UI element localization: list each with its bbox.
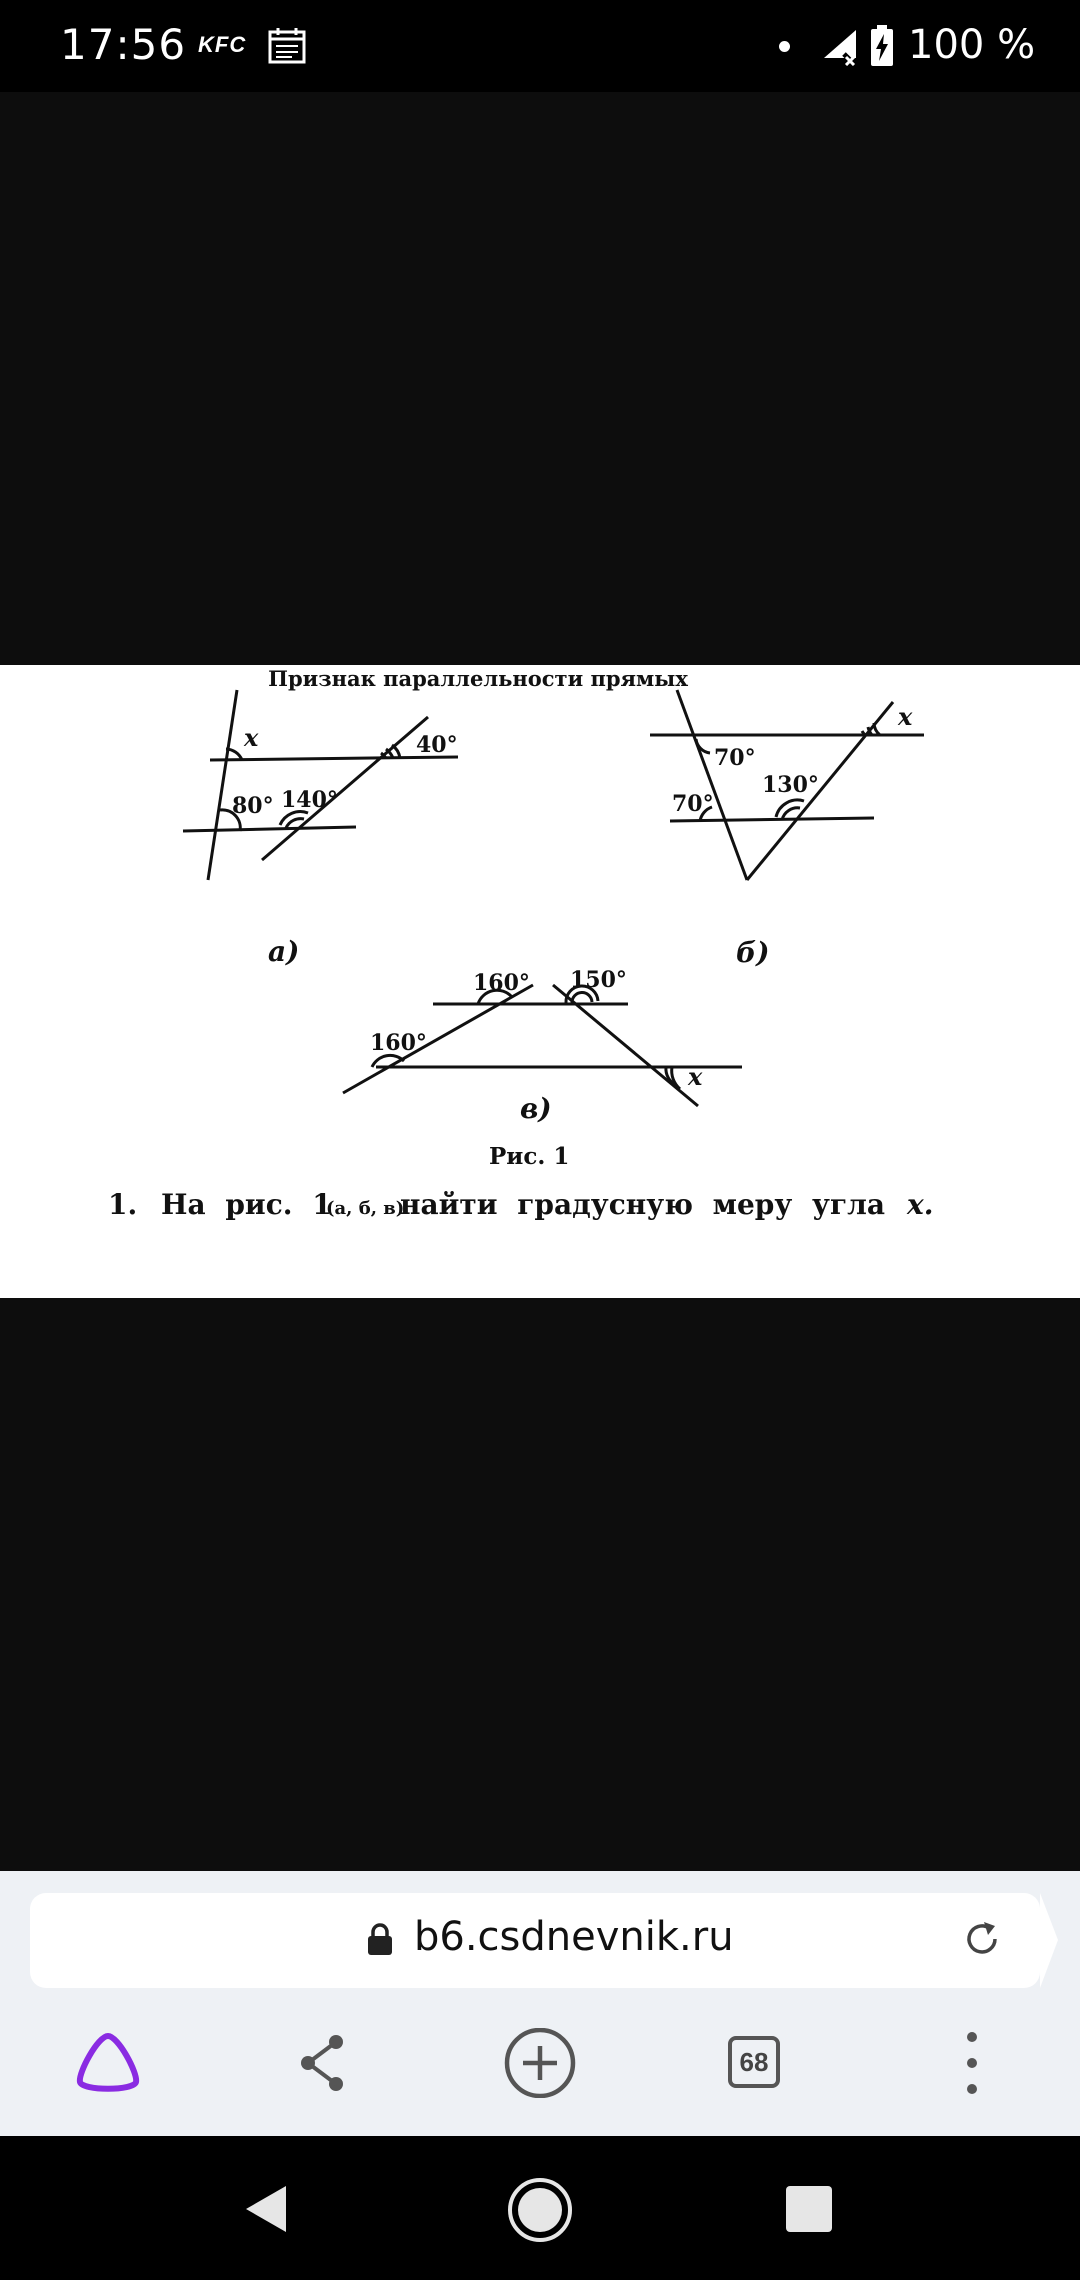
fig-v-angle-x: x	[687, 1062, 703, 1091]
tabs-count-button[interactable]: 68	[728, 2036, 780, 2088]
reload-icon[interactable]	[960, 1917, 1004, 1961]
alice-assistant-icon[interactable]	[68, 2028, 148, 2098]
home-icon[interactable]	[506, 2176, 574, 2244]
doc-title: Признак параллельности прямых	[268, 666, 688, 691]
signal-icon	[824, 30, 858, 66]
address-bar[interactable]	[30, 1893, 1058, 1988]
recent-apps-icon[interactable]	[786, 2186, 832, 2232]
lock-icon	[368, 1923, 392, 1955]
fig-v-angle-160-bottom: 160°	[370, 1030, 427, 1056]
fig-b-angle-x: x	[897, 702, 913, 731]
dot-icon	[779, 41, 790, 52]
system-nav-bar	[0, 2136, 1080, 2280]
status-bar: 17:56 KFC 100 %	[0, 0, 1080, 92]
task-variable: x.	[906, 1188, 933, 1221]
task-number: 1.	[108, 1188, 137, 1221]
fig-a-angle-x: x	[243, 723, 259, 752]
fig-v-label: в)	[520, 1092, 552, 1125]
fig-a-label: а)	[268, 935, 299, 968]
fig-b-angle-70-bottom: 70°	[672, 791, 714, 817]
figure-caption: Рис. 1	[489, 1143, 569, 1170]
new-tab-plus-icon[interactable]	[500, 2028, 580, 2098]
menu-dots-icon[interactable]	[932, 2028, 1012, 2098]
fig-b-angle-70-top: 70°	[714, 745, 756, 771]
figure-b	[650, 689, 924, 881]
fig-b-angle-130: 130°	[762, 772, 819, 798]
task-text-end: найти градусную меру угла	[400, 1188, 885, 1221]
task-text-small: (а, б, в)	[326, 1198, 404, 1219]
calendar-icon	[268, 28, 306, 64]
back-icon[interactable]	[244, 2184, 288, 2234]
task-text-start: На рис. 1	[161, 1188, 332, 1221]
geometry-figures: Признак параллельности прямых x 80° 140°…	[108, 666, 933, 1221]
fig-v-angle-150: 150°	[570, 967, 627, 993]
url-text[interactable]: b6.csdnevnik.ru	[414, 1914, 734, 1960]
textbook-image[interactable]: Признак параллельности прямых x 80° 140°…	[0, 665, 1080, 1298]
kfc-icon: KFC	[198, 32, 247, 57]
fig-a-angle-140: 140°	[281, 787, 338, 813]
share-icon[interactable]	[282, 2028, 362, 2098]
battery-icon	[871, 25, 893, 66]
fig-v-angle-160-top: 160°	[473, 970, 530, 996]
fig-b-label: б)	[736, 936, 769, 969]
status-time: 17:56	[60, 20, 187, 69]
fig-a-angle-80: 80°	[232, 793, 274, 819]
figure-a	[182, 689, 459, 881]
battery-percentage: 100 %	[908, 22, 1036, 68]
fig-a-angle-40: 40°	[416, 732, 458, 758]
figure-v	[342, 983, 742, 1108]
